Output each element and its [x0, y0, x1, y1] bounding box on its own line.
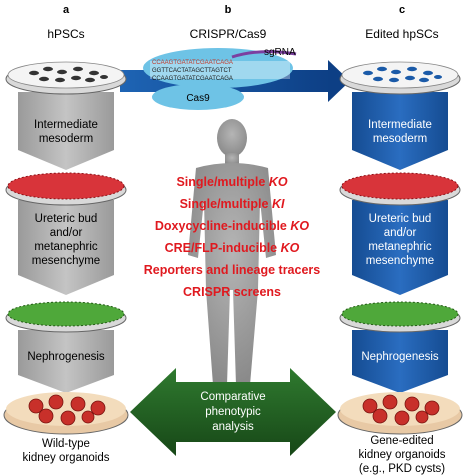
- left-step-3: Nephrogenesis: [27, 351, 105, 363]
- cas9-complex: Cas9 CCAAGTGATATCGAATCAGA GGTTCACTATAGCT…: [143, 47, 297, 110]
- right-step-2d: mesenchyme: [366, 255, 434, 267]
- bottom-right-3: (e.g., PKD cysts): [359, 463, 445, 475]
- dish-right-hpsc: [339, 61, 461, 95]
- column-b-letter: b: [225, 4, 232, 16]
- left-step-2d: mesenchyme: [32, 255, 100, 267]
- sgrna-label: sgRNA: [264, 47, 296, 58]
- comparison-line-2: phenotypic: [205, 406, 261, 418]
- app-line-5: Reporters and lineage tracers: [144, 263, 321, 277]
- dna-seq-mid: GGTTCACTATAGCTTAGTCT: [152, 68, 232, 74]
- comparison-line-3: analysis: [212, 421, 254, 433]
- dna-seq-top: CCAAGTGATATCGAATCAGA: [152, 60, 233, 66]
- column-b-title: CRISPR/Cas9: [190, 27, 267, 41]
- applications-list: Single/multiple KO Single/multiple KI Do…: [144, 175, 321, 299]
- right-step-1: Intermediate: [368, 119, 432, 131]
- right-blue-arrows: [352, 92, 448, 393]
- dish-left-organoids: [3, 392, 129, 435]
- human-silhouette: [188, 119, 276, 385]
- bottom-right-1: Gene-edited: [370, 435, 433, 447]
- left-step-2c: metanephric: [34, 241, 98, 253]
- left-gray-arrows: [18, 92, 114, 393]
- comparison-double-arrow: [130, 368, 336, 456]
- dish-left-hpsc: [5, 61, 127, 95]
- right-step-2a: Ureteric bud: [369, 213, 432, 225]
- column-c-letter: c: [399, 4, 405, 16]
- left-step-1b: mesoderm: [39, 133, 93, 145]
- dish-right-organoids: [337, 392, 463, 435]
- bottom-left-1: Wild-type: [42, 438, 90, 450]
- column-a-title: hPSCs: [47, 27, 84, 41]
- app-line-3: Doxycycline-inducible KO: [155, 219, 309, 233]
- column-c-title: Edited hpSCs: [365, 27, 438, 41]
- left-step-1: Intermediate: [34, 119, 98, 131]
- right-step-1b: mesoderm: [373, 133, 427, 145]
- comparison-line-1: Comparative: [200, 391, 265, 403]
- app-line-6: CRISPR screens: [183, 285, 281, 299]
- cas9-label: Cas9: [186, 93, 210, 104]
- bottom-right-2: kidney organoids: [359, 449, 446, 461]
- dish-left-ub-mm: [5, 301, 127, 333]
- dish-right-mesoderm: [339, 172, 461, 206]
- dish-right-ub-mm: [339, 301, 461, 333]
- dna-seq-bot: CCAAGTGATATCGAATCAGA: [152, 76, 233, 82]
- left-step-2b: and/or: [50, 227, 83, 239]
- app-line-4: CRE/FLP-inducible KO: [165, 241, 300, 255]
- column-a-letter: a: [63, 4, 70, 16]
- dish-left-mesoderm: [5, 172, 127, 206]
- right-step-2c: metanephric: [368, 241, 432, 253]
- app-line-2: Single/multiple KI: [180, 197, 285, 211]
- left-step-2a: Ureteric bud: [35, 213, 98, 225]
- app-line-1: Single/multiple KO: [176, 175, 287, 189]
- right-step-3: Nephrogenesis: [361, 351, 439, 363]
- right-step-2b: and/or: [384, 227, 417, 239]
- bottom-left-2: kidney organoids: [23, 452, 110, 464]
